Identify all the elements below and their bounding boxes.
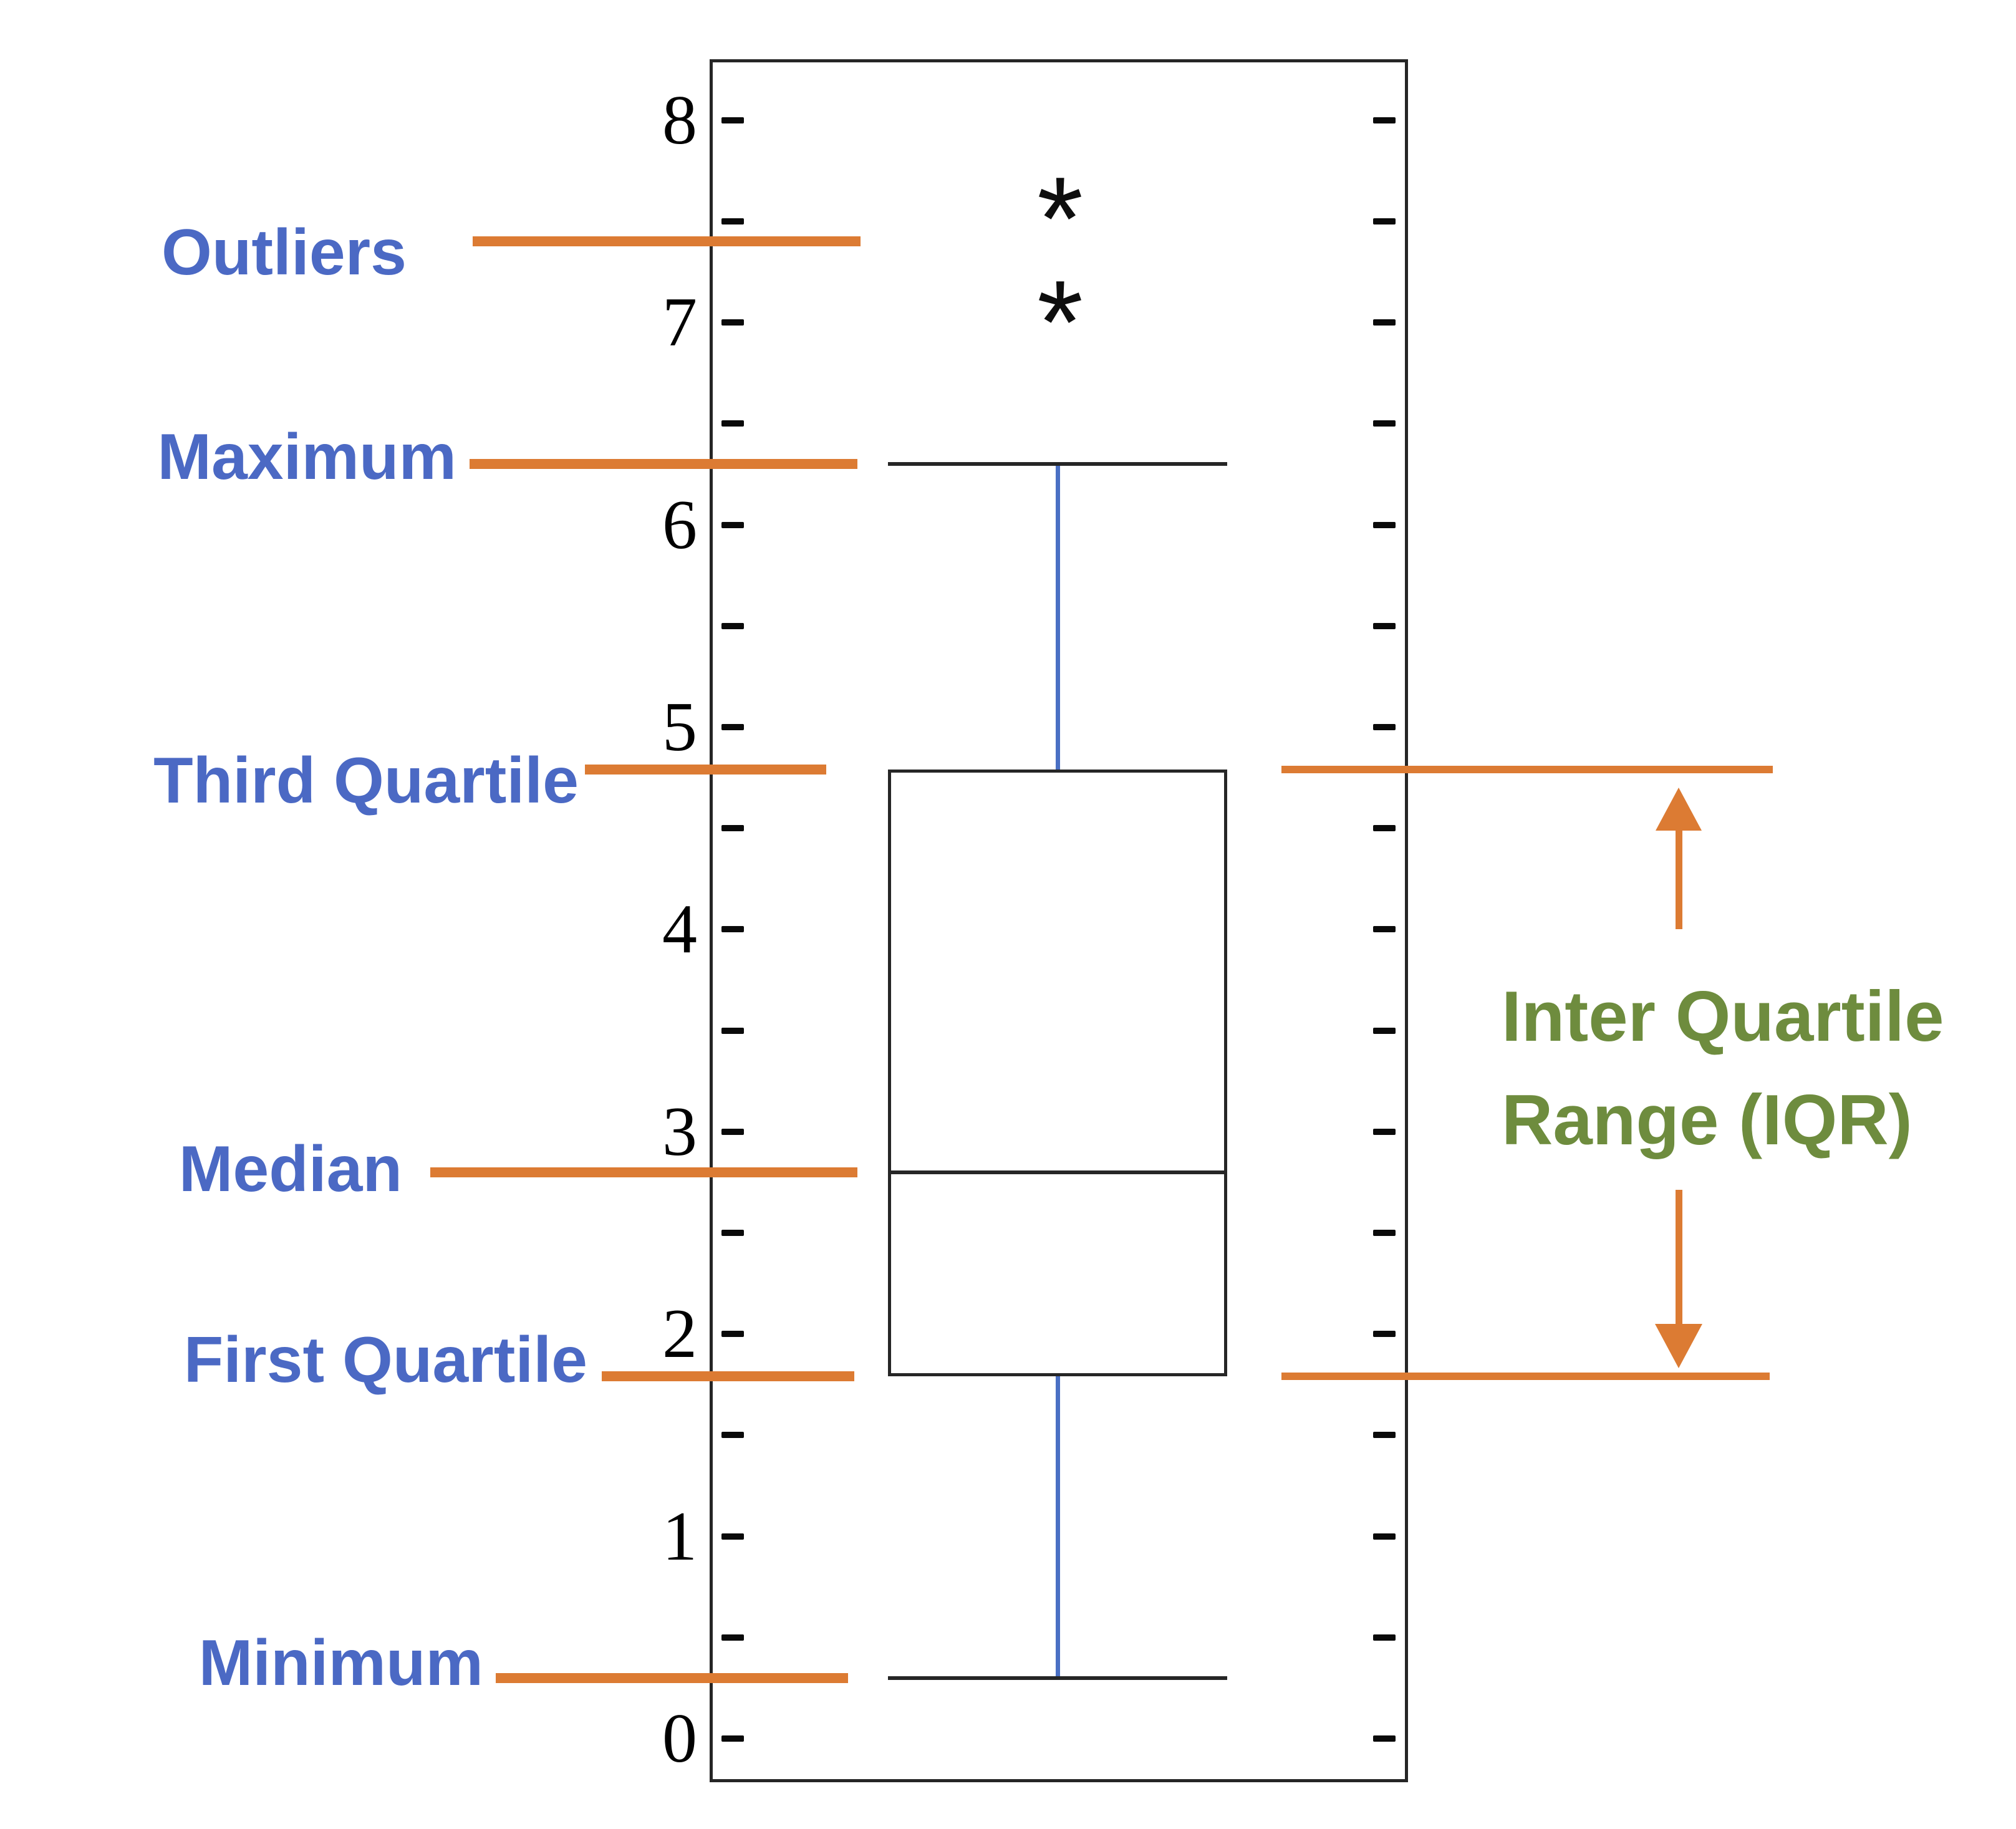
y-tick-left (721, 1230, 744, 1236)
y-tick-label: 6 (662, 486, 697, 564)
iqr-arrow-up-stem (1676, 829, 1682, 929)
y-tick-right (1373, 825, 1396, 832)
y-tick-left (721, 1735, 744, 1742)
iqr-arrow-up-head (1656, 788, 1702, 831)
outlier-asterisk: * (1037, 256, 1083, 388)
whisker-cap-min (888, 1676, 1227, 1680)
y-tick-left (721, 1432, 744, 1439)
iqr-box (888, 770, 1227, 1377)
y-tick-label: 5 (662, 688, 697, 766)
y-tick-left (721, 926, 744, 933)
pointer-line-third_quartile (585, 765, 826, 775)
y-tick-right (1373, 420, 1396, 427)
y-tick-right (1373, 1230, 1396, 1236)
whisker-upper (1056, 464, 1060, 770)
iqr-label-line2: Range (IQR) (1502, 1081, 1912, 1160)
y-tick-right (1373, 1533, 1396, 1540)
pointer-line-first_quartile (602, 1371, 854, 1382)
label-outliers: Outliers (162, 216, 407, 289)
y-tick-right (1373, 117, 1396, 123)
iqr-line-bottom (1281, 1373, 1770, 1381)
y-tick-label: 7 (662, 284, 697, 362)
outlier-asterisk: * (1037, 153, 1083, 286)
y-tick-label: 2 (662, 1295, 697, 1373)
iqr-arrow-down-head (1655, 1324, 1702, 1368)
whisker-lower (1056, 1376, 1060, 1678)
y-tick-left (721, 1331, 744, 1338)
y-tick-right (1373, 1128, 1396, 1135)
whisker-cap-max (888, 462, 1227, 466)
y-tick-left (721, 622, 744, 629)
y-tick-left (721, 1128, 744, 1135)
iqr-arrow-down-stem (1676, 1190, 1682, 1325)
y-tick-label: 3 (662, 1093, 697, 1170)
y-tick-left (721, 420, 744, 427)
y-tick-left (721, 218, 744, 224)
iqr-label-line1: Inter Quartile (1502, 977, 1944, 1056)
y-tick-label: 4 (662, 890, 697, 968)
label-third_quartile: Third Quartile (153, 745, 579, 818)
y-tick-right (1373, 218, 1396, 224)
y-tick-right (1373, 521, 1396, 528)
y-tick-left (721, 825, 744, 832)
y-tick-left (721, 117, 744, 123)
iqr-label: Inter Quartile Range (IQR) (1502, 965, 1944, 1172)
y-tick-label: 0 (662, 1700, 697, 1777)
plot-area (710, 59, 1408, 1782)
y-tick-label: 8 (662, 81, 697, 159)
median-line (888, 1170, 1227, 1174)
y-tick-left (721, 1634, 744, 1641)
label-maximum: Maximum (157, 421, 456, 494)
y-tick-left (721, 724, 744, 730)
y-tick-right (1373, 1634, 1396, 1641)
y-tick-right (1373, 926, 1396, 933)
pointer-line-maximum (470, 459, 857, 470)
y-tick-right (1373, 724, 1396, 730)
pointer-line-minimum (496, 1672, 848, 1683)
y-tick-right (1373, 1735, 1396, 1742)
pointer-line-median (430, 1167, 857, 1177)
y-tick-label: 1 (662, 1497, 697, 1575)
y-tick-right (1373, 319, 1396, 326)
y-tick-left (721, 319, 744, 326)
iqr-line-top (1281, 766, 1773, 774)
label-minimum: Minimum (198, 1626, 483, 1699)
y-tick-left (721, 1533, 744, 1540)
pointer-line-outliers (473, 236, 861, 247)
y-tick-right (1373, 622, 1396, 629)
y-tick-right (1373, 1331, 1396, 1338)
y-tick-left (721, 1027, 744, 1034)
label-first_quartile: First Quartile (183, 1324, 587, 1397)
label-median: Median (178, 1132, 402, 1205)
y-tick-left (721, 521, 744, 528)
y-tick-right (1373, 1027, 1396, 1034)
y-tick-right (1373, 1432, 1396, 1439)
